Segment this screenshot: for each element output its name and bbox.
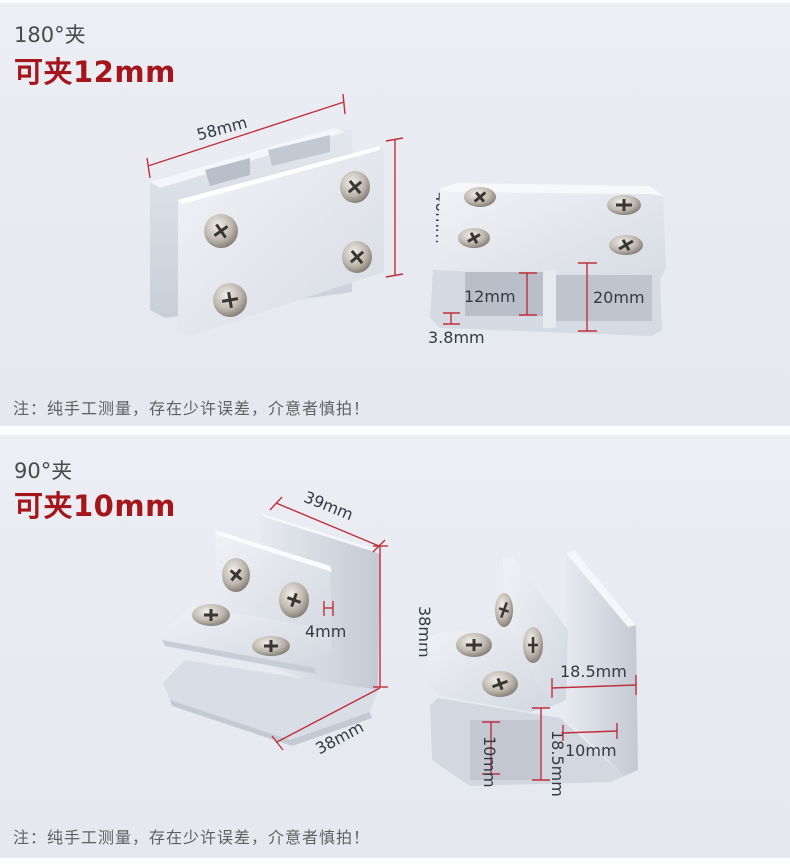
clamp-capacity-title: 可夹12mm: [14, 55, 176, 89]
svg-text:39mm: 39mm: [301, 487, 356, 524]
screw-icon: [204, 214, 238, 248]
clamp-type-label: 90°夹: [14, 459, 73, 483]
screw-icon: [222, 558, 250, 592]
product-panel-180: 180°夹 可夹12mm: [0, 3, 790, 426]
screw-icon: [192, 604, 230, 626]
screw-icon: [607, 195, 641, 215]
dimension-wall: 3.8mm: [428, 312, 485, 347]
clamp-90-right: [427, 551, 638, 786]
screw-icon: [482, 671, 518, 697]
screw-icon: [340, 171, 370, 203]
product-panel-90: 90°夹 可夹10mm: [0, 435, 790, 858]
dimension-side-depth: 18.5mm: [551, 662, 637, 698]
dimension-height: 38mm: [373, 545, 434, 688]
dimension-overall-thickness: 20mm: [578, 262, 645, 332]
screw-icon: [609, 235, 643, 255]
svg-text:4mm: 4mm: [305, 622, 346, 641]
dimension-slot-width: 10mm: [562, 723, 618, 760]
measurement-disclaimer: 注：纯手工测量，存在少许误差，介意者慎拍！: [13, 828, 371, 847]
svg-text:20mm: 20mm: [593, 288, 645, 307]
dimension-slot-height: 10mm: [480, 721, 500, 788]
clamp-180-illustration: 58mm 40mm: [146, 93, 666, 347]
svg-text:18.5mm: 18.5mm: [560, 662, 627, 681]
svg-text:3.8mm: 3.8mm: [428, 328, 485, 347]
screw-icon: [495, 593, 513, 627]
screw-icon: [523, 627, 543, 663]
clamp-type-label: 180°夹: [14, 23, 86, 47]
measurement-disclaimer: 注：纯手工测量，存在少许误差，介意者慎拍！: [13, 399, 371, 418]
dimension-side-height: 18.5mm: [532, 707, 567, 797]
screw-icon: [464, 187, 496, 207]
svg-text:58mm: 58mm: [195, 113, 250, 145]
screw-icon: [279, 582, 309, 618]
dimension-wall: 4mm: [305, 601, 346, 641]
clamp-180-right: [430, 183, 666, 336]
clamp-180-left: [150, 128, 384, 336]
screw-icon: [458, 228, 490, 248]
screw-icon: [456, 633, 492, 657]
screw-icon: [342, 241, 372, 273]
svg-text:10mm: 10mm: [565, 741, 617, 760]
screw-icon: [213, 283, 247, 317]
svg-text:12mm: 12mm: [464, 287, 516, 306]
clamp-90-illustration: 39mm 38mm 4mm 38mm: [160, 487, 638, 797]
dimension-slot-inner: 12mm: [464, 272, 537, 316]
clamp-capacity-title: 可夹10mm: [14, 489, 176, 523]
svg-text:18.5mm: 18.5mm: [548, 730, 567, 797]
clamp-90-left: [160, 513, 380, 746]
svg-text:10mm: 10mm: [480, 736, 499, 788]
screw-icon: [252, 636, 290, 656]
